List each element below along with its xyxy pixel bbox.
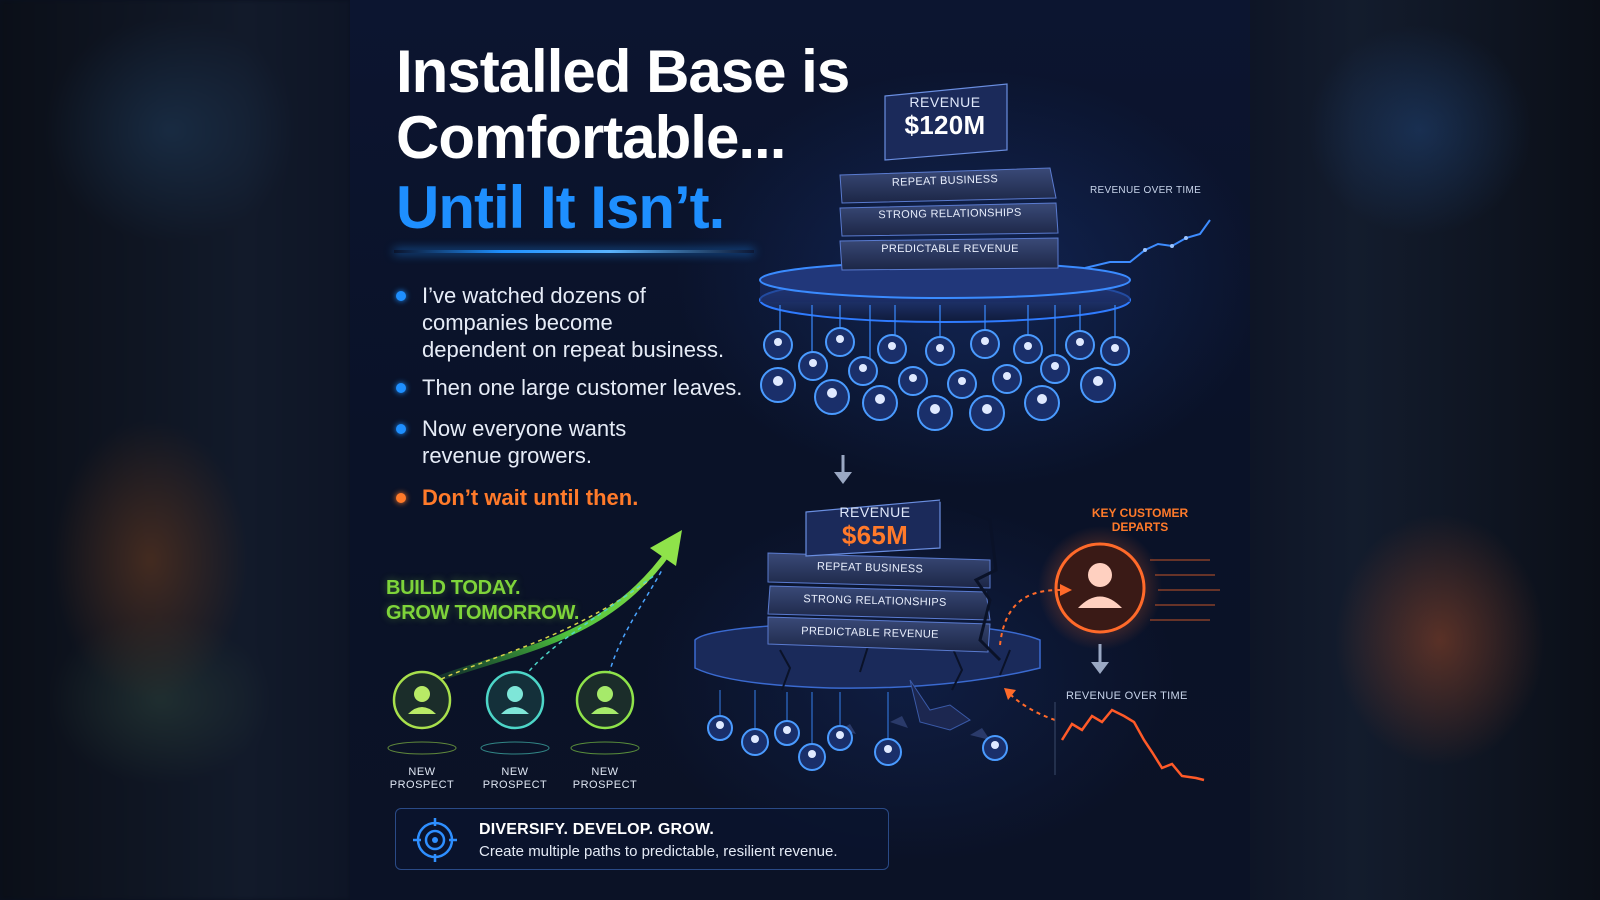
illustration-graphics bbox=[387, 83, 1220, 782]
headline-line-2: Comfortable... bbox=[396, 104, 786, 171]
down-arrow-icon bbox=[834, 455, 852, 484]
impact-path bbox=[1007, 691, 1056, 721]
bullet-item: I’ve watched dozens of companies become … bbox=[396, 282, 724, 363]
bullet-text: Now everyone wants revenue growers. bbox=[422, 416, 627, 468]
prospect-label-line: NEW bbox=[408, 766, 436, 778]
customer-node-group bbox=[760, 327, 1130, 431]
bottom-trend-chart bbox=[1054, 702, 1205, 782]
bottom-stack-blocks bbox=[767, 498, 1002, 662]
departure-arrow-icon bbox=[1060, 584, 1072, 596]
prospect-label: NEW PROSPECT bbox=[475, 766, 555, 792]
prospect-label-line: NEW bbox=[501, 766, 529, 778]
connection-lines-broken bbox=[719, 690, 889, 745]
growth-callout: BUILD TODAY. GROW TOMORROW. bbox=[386, 576, 580, 626]
takeaway-banner: DIVERSIFY. DEVELOP. GROW. Create multipl… bbox=[395, 808, 889, 870]
prospect-label-line: NEW bbox=[591, 766, 619, 778]
prospect-path bbox=[419, 579, 651, 691]
blurred-background-right bbox=[1250, 0, 1600, 900]
prospect-label: NEW PROSPECT bbox=[382, 766, 462, 792]
target-icon bbox=[413, 818, 457, 862]
infographic-poster: Installed Base is Comfortable... Until I… bbox=[350, 0, 1250, 900]
key-customer-departs-label: KEY CUSTOMER DEPARTS bbox=[1091, 506, 1189, 534]
bullet-dot bbox=[396, 291, 406, 301]
headline-line-1: Installed Base is bbox=[396, 38, 850, 105]
bottom-trend-label: REVENUE OVER TIME bbox=[1066, 690, 1188, 702]
customer-avatar-icons bbox=[716, 721, 999, 758]
top-layer-label: PREDICTABLE REVENUE bbox=[881, 243, 1019, 255]
top-trend-label: REVENUE OVER TIME bbox=[1090, 185, 1202, 196]
prospect-label-line: PROSPECT bbox=[572, 779, 638, 791]
bullet-item-highlight: Don’t wait until then. bbox=[396, 484, 638, 511]
bullet-dot bbox=[396, 493, 406, 503]
prospect-icon bbox=[480, 670, 550, 755]
bullet-item: Now everyone wants revenue growers. bbox=[396, 415, 626, 469]
bullet-dot bbox=[396, 424, 406, 434]
bullet-text: I’ve watched dozens of companies become … bbox=[422, 283, 725, 362]
bullet-text: Don’t wait until then. bbox=[422, 485, 639, 510]
impact-arrow-icon bbox=[1004, 688, 1016, 700]
departure-path bbox=[999, 589, 1061, 646]
banner-subline: Create multiple paths to predictable, re… bbox=[479, 843, 838, 860]
headline-line-3: Until It Isn’t. bbox=[396, 174, 725, 241]
bottom-revenue-value: $65M bbox=[841, 520, 909, 550]
bullet-text: Then one large customer leaves. bbox=[422, 375, 743, 400]
prospect-label-line: PROSPECT bbox=[482, 779, 548, 791]
prospect-label-line: PROSPECT bbox=[389, 779, 455, 791]
down-arrow-icon bbox=[1091, 644, 1109, 674]
prospect-icon bbox=[570, 670, 640, 755]
bottom-revenue-card: REVENUE $65M bbox=[815, 504, 935, 551]
top-revenue-card: REVENUE $120M bbox=[890, 94, 1000, 141]
key-customer-icon bbox=[1038, 526, 1220, 650]
top-stack-blocks bbox=[839, 83, 1059, 271]
top-revenue-value: $120M bbox=[904, 110, 986, 140]
prospect-label: NEW PROSPECT bbox=[565, 766, 645, 792]
customer-avatar-icons bbox=[773, 335, 1119, 414]
blurred-background-left bbox=[0, 0, 350, 900]
bullet-dot bbox=[396, 383, 406, 393]
top-trend-chart bbox=[1084, 219, 1211, 269]
top-revenue-label: REVENUE bbox=[909, 94, 981, 110]
prospect-icon bbox=[387, 670, 457, 755]
growth-callout-line-2: GROW TOMORROW. bbox=[386, 602, 580, 624]
bottom-revenue-label: REVENUE bbox=[839, 504, 911, 520]
top-platform bbox=[759, 261, 1131, 323]
headline-underline bbox=[394, 250, 754, 253]
growth-callout-line-1: BUILD TODAY. bbox=[386, 577, 521, 599]
growth-arrow-icon bbox=[407, 530, 682, 693]
bullet-item: Then one large customer leaves. bbox=[396, 374, 742, 401]
banner-headline: DIVERSIFY. DEVELOP. GROW. bbox=[479, 821, 714, 838]
